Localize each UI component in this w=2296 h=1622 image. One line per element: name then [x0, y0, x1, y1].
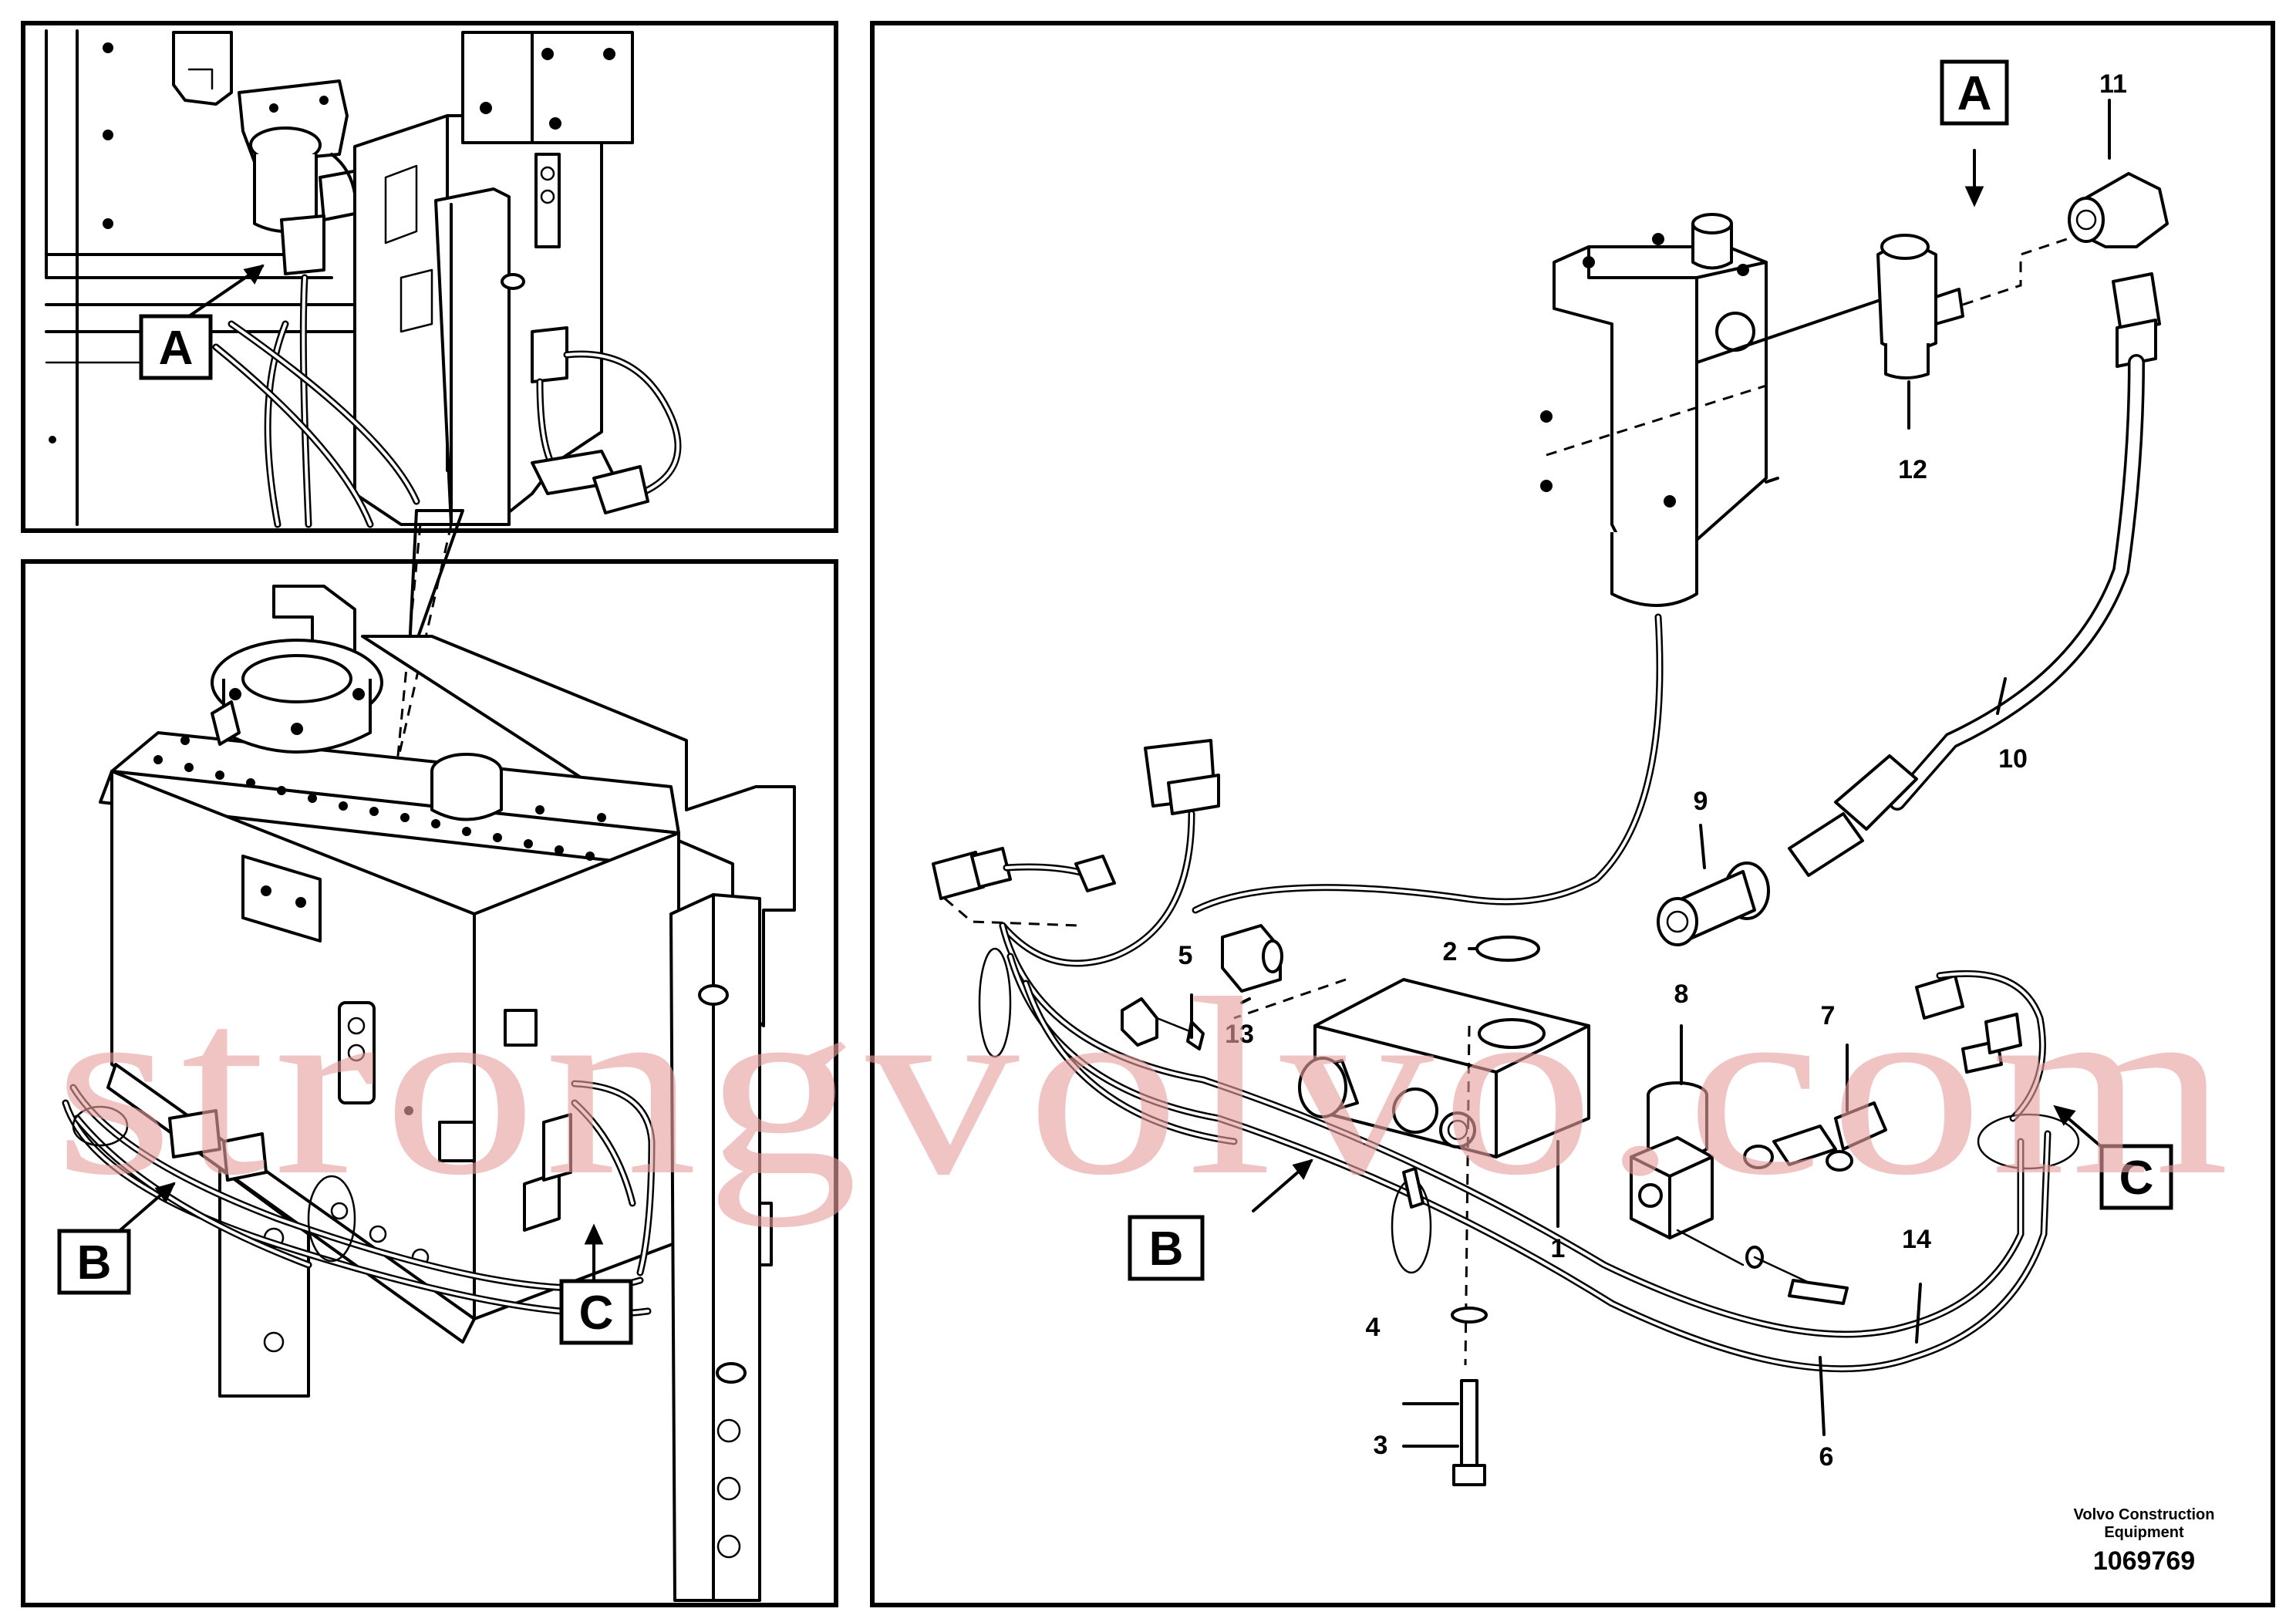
ref-label-b-overview: B	[77, 1236, 112, 1290]
ref-box-b-overview	[57, 1229, 131, 1295]
part-number-11: 11	[2099, 69, 2127, 99]
ref-box-a-exploded	[1940, 59, 2009, 126]
part-number-3: 3	[1374, 1431, 1388, 1460]
watermark-text: strongvolvo.com	[54, 946, 2237, 1228]
overview-drawing	[62, 585, 796, 1602]
exploded-view-drawing	[932, 172, 2169, 1486]
part-number-5: 5	[1178, 941, 1193, 970]
leader-lines	[1190, 99, 2111, 1448]
ref-label-c-overview: C	[579, 1286, 614, 1340]
part-number-4: 4	[1366, 1313, 1381, 1342]
part-number-14: 14	[1902, 1225, 1931, 1254]
ref-box-c-overview	[559, 1279, 633, 1345]
ref-box-b-exploded	[1128, 1215, 1205, 1281]
part-number-2: 2	[1443, 937, 1458, 966]
ref-box-a-detail	[139, 314, 213, 380]
ref-label-a-detail: A	[159, 322, 194, 375]
part-number-7: 7	[1821, 1001, 1836, 1030]
detail-a-drawing	[45, 29, 682, 528]
drawing-number: 1069769	[2093, 1546, 2195, 1576]
ref-box-c-exploded	[2099, 1144, 2173, 1210]
part-number-12: 12	[1898, 455, 1927, 484]
part-number-13: 13	[1225, 1020, 1254, 1049]
ref-label-c-exploded: C	[2119, 1152, 2154, 1205]
ref-label-a-exploded: A	[1957, 67, 1992, 120]
part-number-1: 1	[1551, 1234, 1566, 1263]
part-number-9: 9	[1694, 787, 1708, 816]
part-number-10: 10	[1998, 744, 2028, 774]
caption-company-line2: Equipment	[2104, 1524, 2184, 1541]
part-number-6: 6	[1819, 1442, 1834, 1472]
caption-company-line1: Volvo Construction	[2074, 1506, 2215, 1523]
ref-label-b-exploded: B	[1149, 1222, 1184, 1276]
part-number-8: 8	[1674, 980, 1689, 1009]
